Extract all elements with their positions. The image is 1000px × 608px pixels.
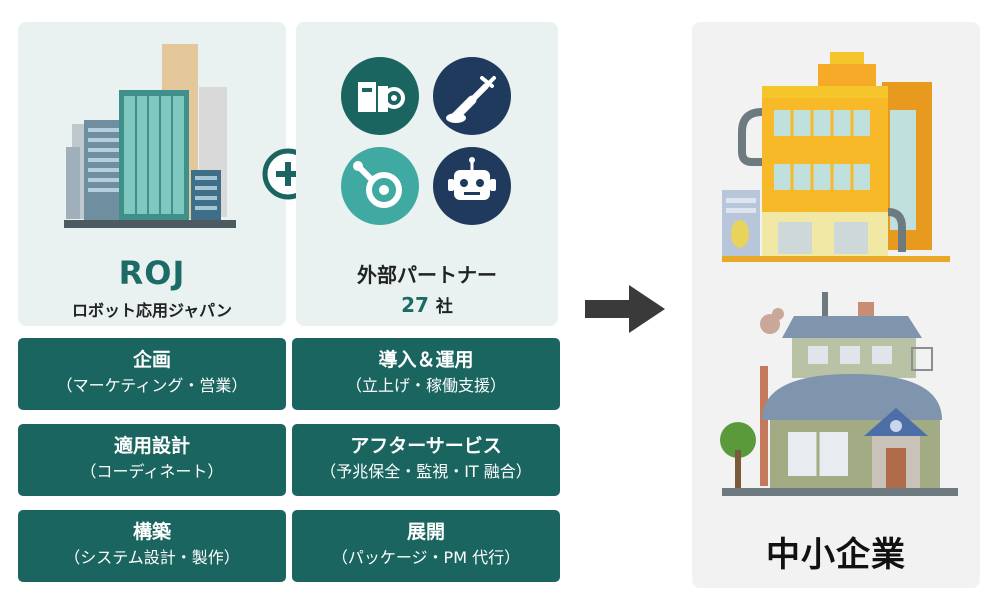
- service-detail: （マーケティング・営業）: [56, 376, 248, 395]
- service-box-deployment: 展開 （パッケージ・PM 代行）: [292, 510, 560, 582]
- sme-label: 中小企業: [766, 535, 906, 575]
- partner-count: 27 社: [296, 292, 558, 317]
- service-box-design: 適用設計 （コーディネート）: [18, 424, 286, 496]
- partner-count-number: 27: [401, 293, 429, 317]
- robot-head-icon: [433, 147, 511, 225]
- city-buildings-illustration: [64, 44, 236, 228]
- service-title: アフターサービス: [350, 435, 502, 457]
- partner-count-unit: 社: [435, 297, 453, 317]
- service-detail: （コーディネート）: [80, 462, 224, 481]
- factory-gear-icon: [341, 57, 419, 135]
- roj-title: ROJ: [118, 254, 186, 292]
- service-box-after-service: アフターサービス （予兆保全・監視・IT 融合）: [292, 424, 560, 496]
- service-detail: （予兆保全・監視・IT 融合）: [320, 462, 532, 481]
- service-detail: （パッケージ・PM 代行）: [331, 548, 521, 567]
- gear-tool-icon: [341, 147, 419, 225]
- service-title: 導入＆運用: [378, 349, 474, 371]
- roj-panel: ROJ ロボット応用ジャパン: [18, 22, 286, 326]
- arrow-right-icon: [585, 285, 665, 333]
- robot-arm-icon: [433, 57, 511, 135]
- service-title: 適用設計: [113, 435, 190, 457]
- service-title: 企画: [132, 349, 171, 371]
- service-title: 展開: [406, 521, 445, 543]
- service-title: 構築: [132, 521, 171, 543]
- roj-subtitle: ロボット応用ジャパン: [71, 301, 232, 320]
- factory-building-illustration: [722, 52, 950, 262]
- service-box-operation: 導入＆運用 （立上げ・稼働支援）: [292, 338, 560, 410]
- partner-title: 外部パートナー: [357, 263, 497, 287]
- service-detail: （立上げ・稼働支援）: [345, 376, 506, 395]
- house-building-illustration: [720, 292, 958, 496]
- service-box-build: 構築 （システム設計・製作）: [18, 510, 286, 582]
- service-detail: （システム設計・製作）: [64, 548, 240, 567]
- service-box-planning: 企画 （マーケティング・営業）: [18, 338, 286, 410]
- partner-panel: 外部パートナー 27 社: [296, 22, 558, 326]
